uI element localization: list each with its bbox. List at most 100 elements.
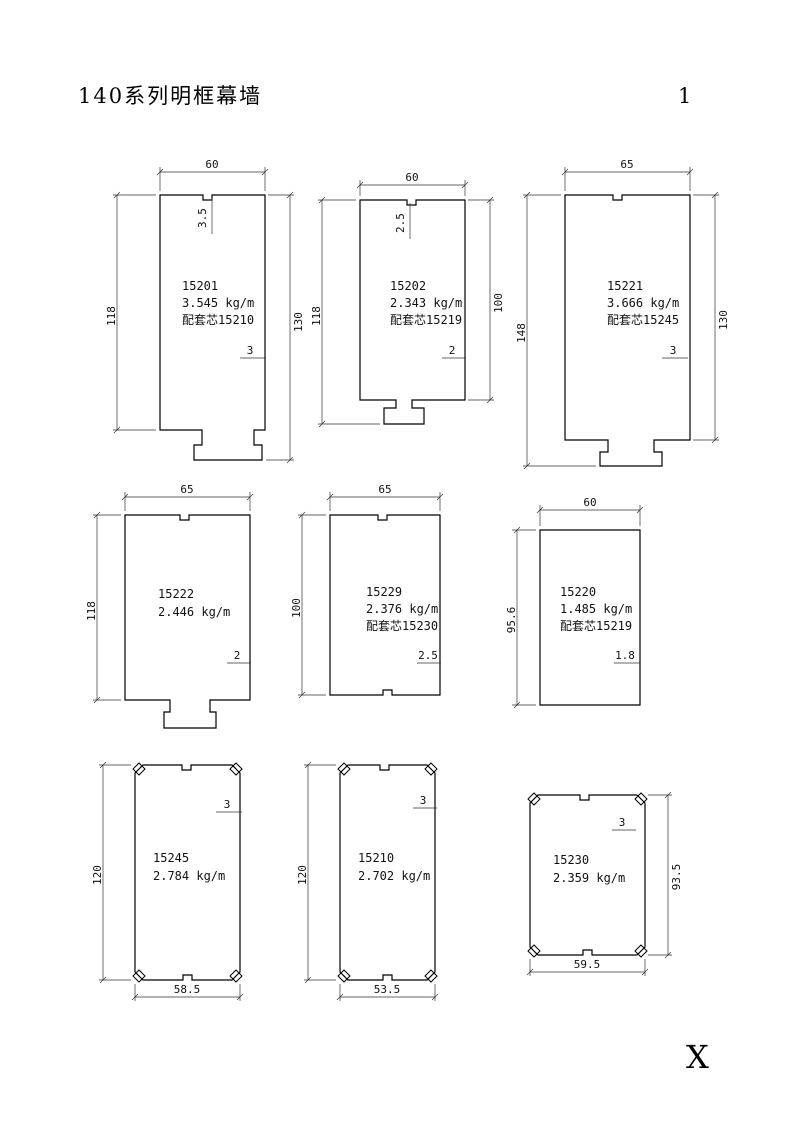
profile-core: 配套芯15219	[560, 619, 632, 633]
wall-value: 3	[619, 816, 626, 829]
dim-top-value: 60	[583, 496, 596, 509]
dim-left-lines	[512, 526, 536, 709]
dim-left-value: 118	[85, 601, 98, 621]
wall-value: 3	[224, 798, 231, 811]
dim-left-lines	[304, 761, 336, 984]
dim-right-value: 130	[717, 310, 730, 330]
wall-value: 3	[670, 344, 677, 357]
page-title: 140系列明框幕墙	[78, 84, 263, 108]
wall-value: 1.8	[615, 649, 635, 662]
dim-bottom-lines	[336, 984, 439, 1001]
profile-15220: 60 95.6 1.8 15220 1.485 kg/m 配套芯15219	[505, 496, 644, 709]
profile-code: 15220	[560, 585, 596, 599]
dim-left-value: 118	[310, 306, 323, 326]
profile-15210: 120 53.5 3 15210 2.702 kg/m	[296, 761, 439, 1001]
profile-code: 15202	[390, 279, 426, 293]
profile-weight: 3.666 kg/m	[607, 296, 679, 310]
dim-top-value: 65	[180, 483, 193, 496]
profile-code: 15221	[607, 279, 643, 293]
profile-15221: 65 148 130 3 15221 3.666 kg/m 配套芯15245	[515, 158, 730, 470]
dim-right-value: 130	[292, 312, 305, 332]
wall-top-value: 2.5	[394, 213, 407, 233]
wall-value: 2.5	[418, 649, 438, 662]
dim-bottom-value: 53.5	[374, 983, 401, 996]
dim-top-value: 65	[378, 483, 391, 496]
footer-mark: X	[686, 1038, 709, 1076]
dim-left-value: 120	[91, 865, 104, 885]
profile-code: 15210	[358, 851, 394, 865]
dim-left-lines	[298, 511, 326, 699]
dim-right-lines	[468, 196, 494, 404]
profile-15222: 65 118 2 15222 2.446 kg/m	[85, 483, 254, 729]
profile-15221-outline	[564, 194, 691, 467]
profile-code: 15245	[153, 851, 189, 865]
wall-top-value: 3.5	[196, 208, 209, 228]
dim-right-lines	[648, 791, 672, 959]
dim-top-value: 65	[620, 158, 633, 171]
profile-core: 配套芯15210	[182, 313, 254, 327]
profile-weight: 2.702 kg/m	[358, 869, 430, 883]
dim-bottom-value: 59.5	[574, 958, 601, 971]
profile-weight: 2.784 kg/m	[153, 869, 225, 883]
profile-15230: 93.5 59.5 3 15230 2.359 kg/m	[526, 791, 683, 976]
profile-weight: 2.376 kg/m	[366, 602, 438, 616]
dim-left-value: 120	[296, 865, 309, 885]
dim-bottom-lines	[131, 984, 244, 1001]
dim-bottom-value: 58.5	[174, 983, 201, 996]
dim-right-value: 100	[492, 293, 505, 313]
profile-15202: 60 118 100 2.5 2 15202 2.343 kg/m 配套芯152…	[310, 171, 505, 428]
dim-left-value: 148	[515, 323, 528, 343]
dim-top-lines	[536, 505, 644, 526]
dim-top-lines	[326, 492, 444, 511]
dim-top-lines	[121, 492, 254, 511]
profile-weight: 2.359 kg/m	[553, 871, 625, 885]
dim-left-lines	[523, 191, 596, 470]
dim-left-lines	[93, 511, 121, 704]
corner-details	[527, 792, 648, 958]
dim-top-value: 60	[405, 171, 418, 184]
wall-value: 3	[247, 344, 254, 357]
profile-15222-outline	[124, 514, 251, 729]
profile-15229-outline	[329, 514, 441, 696]
dim-right-value: 93.5	[670, 864, 683, 891]
wall-value: 3	[420, 794, 427, 807]
dim-left-lines	[318, 196, 380, 428]
profile-code: 15230	[553, 853, 589, 867]
profile-weight: 3.545 kg/m	[182, 296, 254, 310]
profile-code: 15222	[158, 587, 194, 601]
dim-left-value: 118	[105, 306, 118, 326]
profile-15201: 60 118 130 3.5 3 15201 3.545 kg/m 配套芯152…	[105, 158, 305, 464]
profile-code: 15201	[182, 279, 218, 293]
profile-15230-outline	[529, 794, 646, 956]
dim-top-lines	[356, 180, 469, 196]
profile-core: 配套芯15245	[607, 313, 679, 327]
dim-right-lines	[693, 191, 719, 444]
dim-top-value: 60	[205, 158, 218, 171]
profile-weight: 2.446 kg/m	[158, 605, 230, 619]
profile-15210-outline	[339, 764, 436, 981]
dim-left-lines	[99, 761, 131, 984]
profile-core: 配套芯15219	[390, 313, 462, 327]
page-number: 1	[678, 84, 692, 108]
profile-weight: 1.485 kg/m	[560, 602, 632, 616]
dim-left-lines	[113, 191, 156, 434]
profile-core: 配套芯15230	[366, 619, 438, 633]
profile-15245: 120 58.5 3 15245 2.784 kg/m	[91, 761, 244, 1001]
profile-15245-outline	[134, 764, 241, 981]
dim-left-value: 95.6	[505, 607, 518, 634]
profile-weight: 2.343 kg/m	[390, 296, 462, 310]
profile-15202-outline	[359, 199, 466, 425]
dim-left-value: 100	[290, 598, 303, 618]
dim-top-lines	[561, 167, 694, 191]
dim-right-lines	[266, 191, 294, 464]
corner-details	[132, 762, 243, 983]
profile-15229: 65 100 2.5 15229 2.376 kg/m 配套芯15230	[290, 483, 444, 699]
wall-value: 2	[234, 649, 241, 662]
profile-15220-outline	[539, 529, 641, 706]
corner-details	[337, 762, 438, 983]
profile-code: 15229	[366, 585, 402, 599]
dim-top-lines	[156, 167, 269, 191]
profile-15201-outline	[159, 194, 266, 461]
